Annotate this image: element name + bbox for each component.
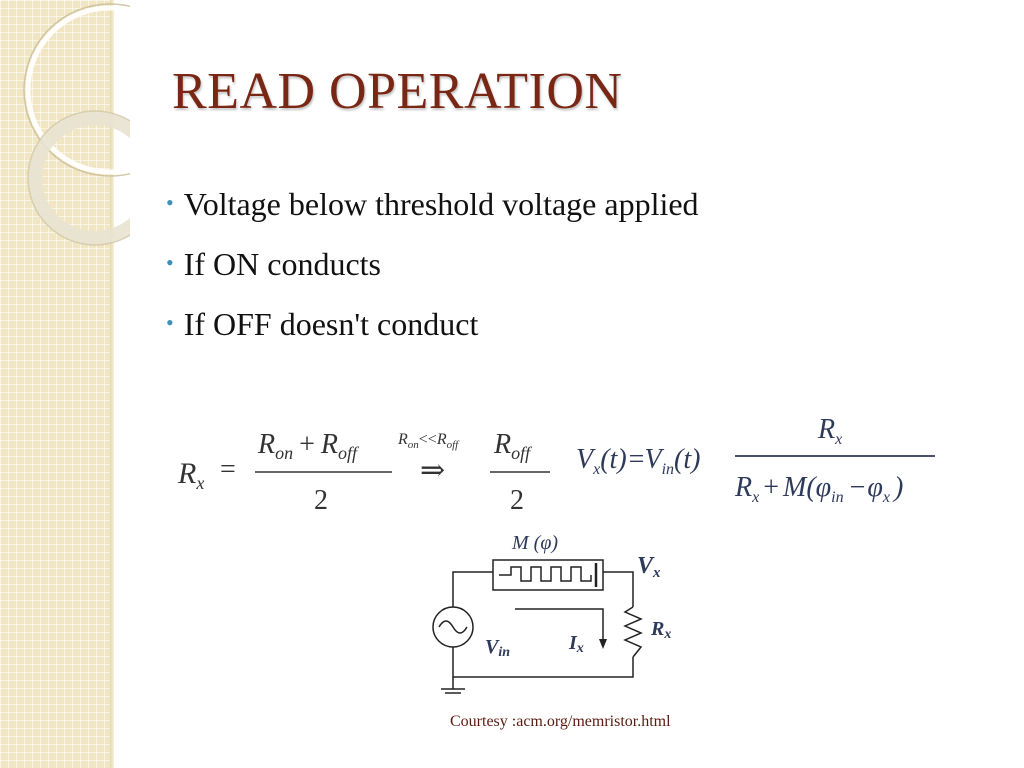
decorative-rings [23,3,130,246]
vin-label: Vin [485,636,510,660]
bullet-text: Voltage below threshold voltage applied [183,186,699,222]
current-arrow-icon [599,639,607,649]
wire-right-top [603,571,634,607]
read-circuit-diagram: M (φ) Vx Vin Ix Rx [432,532,671,694]
result-numerator: Roff [493,429,533,463]
fraction-numerator: Ron+Roff [257,429,360,463]
equals-sign: = [220,454,236,485]
memristor-box [492,559,604,591]
result-denominator: 2 [510,485,524,516]
vx-node-label: Vx [637,553,661,581]
rx-label: Rx [650,618,671,642]
bullet-text: If ON conducts [183,246,381,282]
small-ring [28,111,130,245]
sine-wave-icon [438,620,468,634]
large-ring-shadow [23,3,130,177]
bullet-item: • If OFF doesn't conduct [166,296,699,356]
fraction-denominator: 2 [314,485,328,516]
ratio-denominator: Rx+M(φin−φx) [734,472,903,506]
large-ring [25,5,130,175]
slide-title: READ OPERATION [172,63,623,120]
small-ring-shadow [27,110,130,246]
bullet-list: • Voltage below threshold voltage applied… [166,176,699,356]
resistance-formulas: Rx = Ron+Roff 2 Ron<<Roff ⇒ Roff 2 Vx(t)… [177,414,935,516]
ix-label: Ix [568,632,584,656]
ratio-numerator: Rx [817,414,842,448]
courtesy-note: Courtesy :acm.org/memristor.html [450,713,671,730]
sidebar-edge [110,0,114,768]
wire-left-top [452,571,493,607]
bullet-text: If OFF doesn't conduct [183,306,479,342]
bullet-icon: • [166,190,174,215]
implies-arrow: ⇒ [420,454,445,487]
current-path [515,608,604,641]
wire-bottom [452,647,634,678]
bullet-item: • Voltage below threshold voltage applied [166,176,699,236]
rx-symbol: Rx [177,457,204,493]
memristor-symbol [499,566,592,582]
ac-source-icon [432,606,474,648]
vx-expression: Vx(t)=Vin(t) [576,444,700,478]
bullet-icon: • [166,310,174,335]
bullet-icon: • [166,250,174,275]
bullet-item: • If ON conducts [166,236,699,296]
memristor-label: M (φ) [511,532,558,554]
condition-label: Ron<<Roff [397,431,460,451]
resistor-rx-symbol [623,606,643,658]
